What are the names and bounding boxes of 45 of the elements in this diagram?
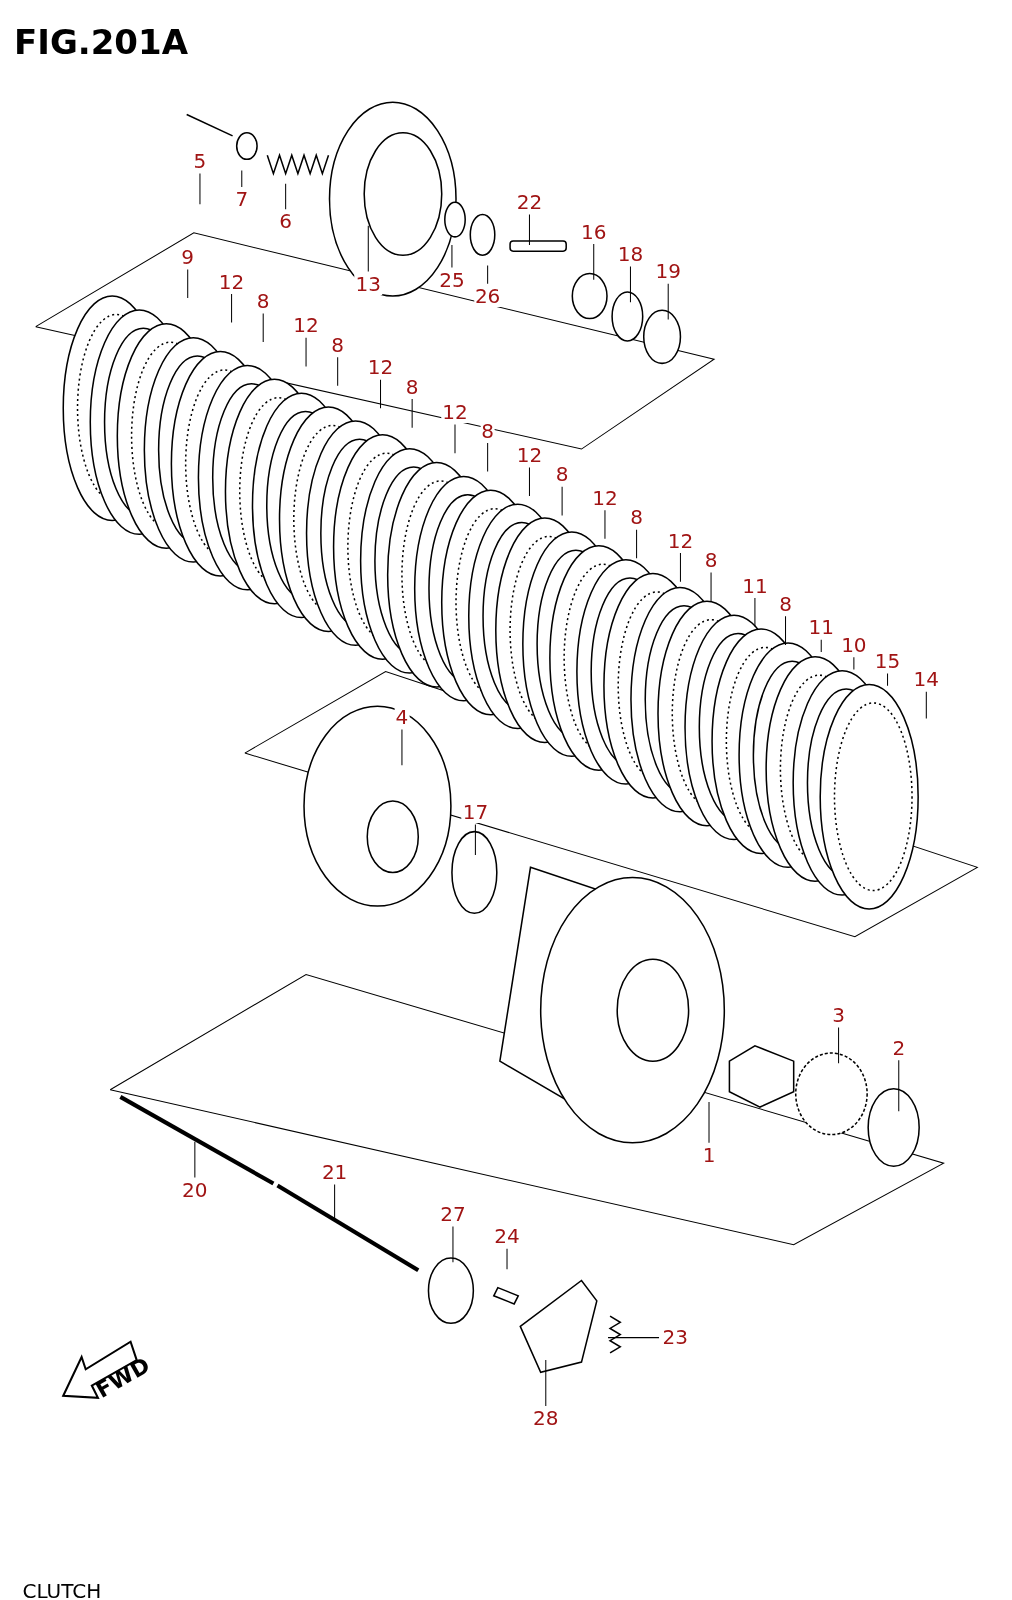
leader-line	[604, 509, 606, 540]
leader-line	[262, 312, 264, 343]
leader-line	[754, 597, 756, 628]
leader-line	[506, 1248, 508, 1270]
leader-line	[401, 729, 403, 766]
leader-line	[380, 379, 382, 409]
leader-line	[367, 225, 369, 273]
leader-line	[285, 183, 287, 210]
leader-line	[452, 1225, 454, 1263]
leader-line	[545, 1359, 547, 1407]
leader-line	[710, 572, 712, 602]
figure-title: FIG.201A	[14, 22, 188, 62]
leader-line	[487, 264, 489, 285]
leader-line	[820, 639, 822, 653]
leader-line	[334, 1184, 336, 1221]
leader-line	[337, 356, 339, 387]
leader-line	[593, 243, 595, 281]
leader-line	[241, 170, 243, 188]
leader-line	[898, 1059, 900, 1112]
leader-line	[231, 293, 233, 324]
leader-line	[679, 552, 681, 583]
leader-line	[636, 529, 638, 559]
leader-line	[853, 656, 855, 670]
callout-number: 13	[354, 272, 382, 295]
leader-line	[305, 337, 307, 367]
leader-line	[838, 1027, 840, 1064]
leader-line	[194, 1141, 196, 1178]
leader-line	[411, 398, 413, 429]
leader-line	[474, 823, 476, 856]
leader-line	[487, 442, 489, 472]
leader-line	[667, 283, 669, 320]
leader-line	[708, 1101, 710, 1144]
leader-line	[451, 244, 453, 268]
leader-line	[785, 615, 787, 646]
leader-line	[454, 424, 456, 454]
leader-line	[187, 269, 189, 299]
leader-line	[561, 486, 563, 516]
leader-line	[528, 213, 530, 246]
leader-line	[607, 1337, 660, 1339]
leader-line	[528, 466, 530, 497]
section-label: CLUTCH	[22, 1579, 102, 1600]
leader-line	[925, 691, 927, 719]
leader-line	[199, 173, 201, 205]
leader-line	[887, 673, 889, 687]
leader-line	[629, 265, 631, 303]
